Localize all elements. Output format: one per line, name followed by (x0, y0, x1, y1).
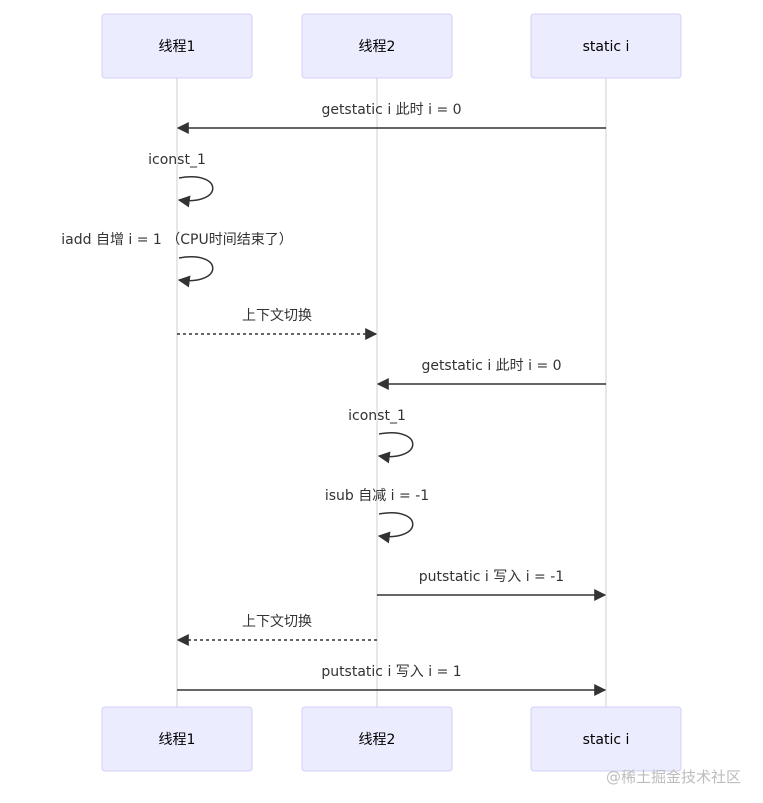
message-9: 上下文切换 (176, 613, 377, 646)
participant-t1-top: 线程1 (101, 13, 253, 79)
message-4: 上下文切换 (177, 307, 378, 340)
self-message-arrow (177, 176, 214, 208)
message-label: getstatic i 此时 i = 0 (421, 358, 561, 374)
participant-label: static i (583, 732, 630, 748)
participants: 线程1 线程1 线程2 线程2 static i static i (101, 13, 682, 772)
participant-si-bottom: static i (530, 706, 682, 772)
message-label: iconst_1 (148, 152, 206, 168)
message-label: 上下文切换 (242, 613, 312, 630)
message-1: getstatic i 此时 i = 0 (176, 102, 606, 134)
message-label: putstatic i 写入 i = 1 (321, 664, 461, 680)
participant-t1-bottom: 线程1 (101, 706, 253, 772)
message-10: putstatic i 写入 i = 1 (177, 664, 607, 696)
participant-box (101, 13, 253, 79)
self-message-arrow (177, 256, 214, 288)
message-label: 上下文切换 (242, 307, 312, 324)
participant-t2-top: 线程2 (301, 13, 453, 79)
watermark: @稀土掘金技术社区 (605, 768, 741, 786)
participant-box (301, 706, 453, 772)
self-message-arrow (377, 512, 414, 544)
participant-t2-bottom: 线程2 (301, 706, 453, 772)
message-6: iconst_1 (348, 408, 414, 464)
participant-label: 线程1 (159, 39, 196, 55)
participant-label: 线程1 (159, 732, 196, 748)
message-8: putstatic i 写入 i = -1 (377, 569, 607, 601)
participant-si-top: static i (530, 13, 682, 79)
message-5: getstatic i 此时 i = 0 (376, 358, 606, 390)
participant-label: 线程2 (359, 732, 396, 748)
message-label: getstatic i 此时 i = 0 (321, 102, 461, 118)
message-3: iadd 自增 i = 1 （CPU时间结束了） (61, 232, 293, 288)
message-label: iconst_1 (348, 408, 406, 424)
participant-box (301, 13, 453, 79)
participant-box (101, 706, 253, 772)
message-label: isub 自减 i = -1 (325, 488, 429, 504)
participant-box (530, 706, 682, 772)
participant-box (530, 13, 682, 79)
message-label: iadd 自增 i = 1 （CPU时间结束了） (61, 232, 293, 248)
participant-label: static i (583, 39, 630, 55)
self-message-arrow (377, 432, 414, 464)
participant-label: 线程2 (359, 39, 396, 55)
message-label: putstatic i 写入 i = -1 (419, 569, 564, 585)
message-2: iconst_1 (148, 152, 214, 208)
lifelines (176, 78, 607, 707)
message-7: isub 自减 i = -1 (325, 488, 429, 544)
